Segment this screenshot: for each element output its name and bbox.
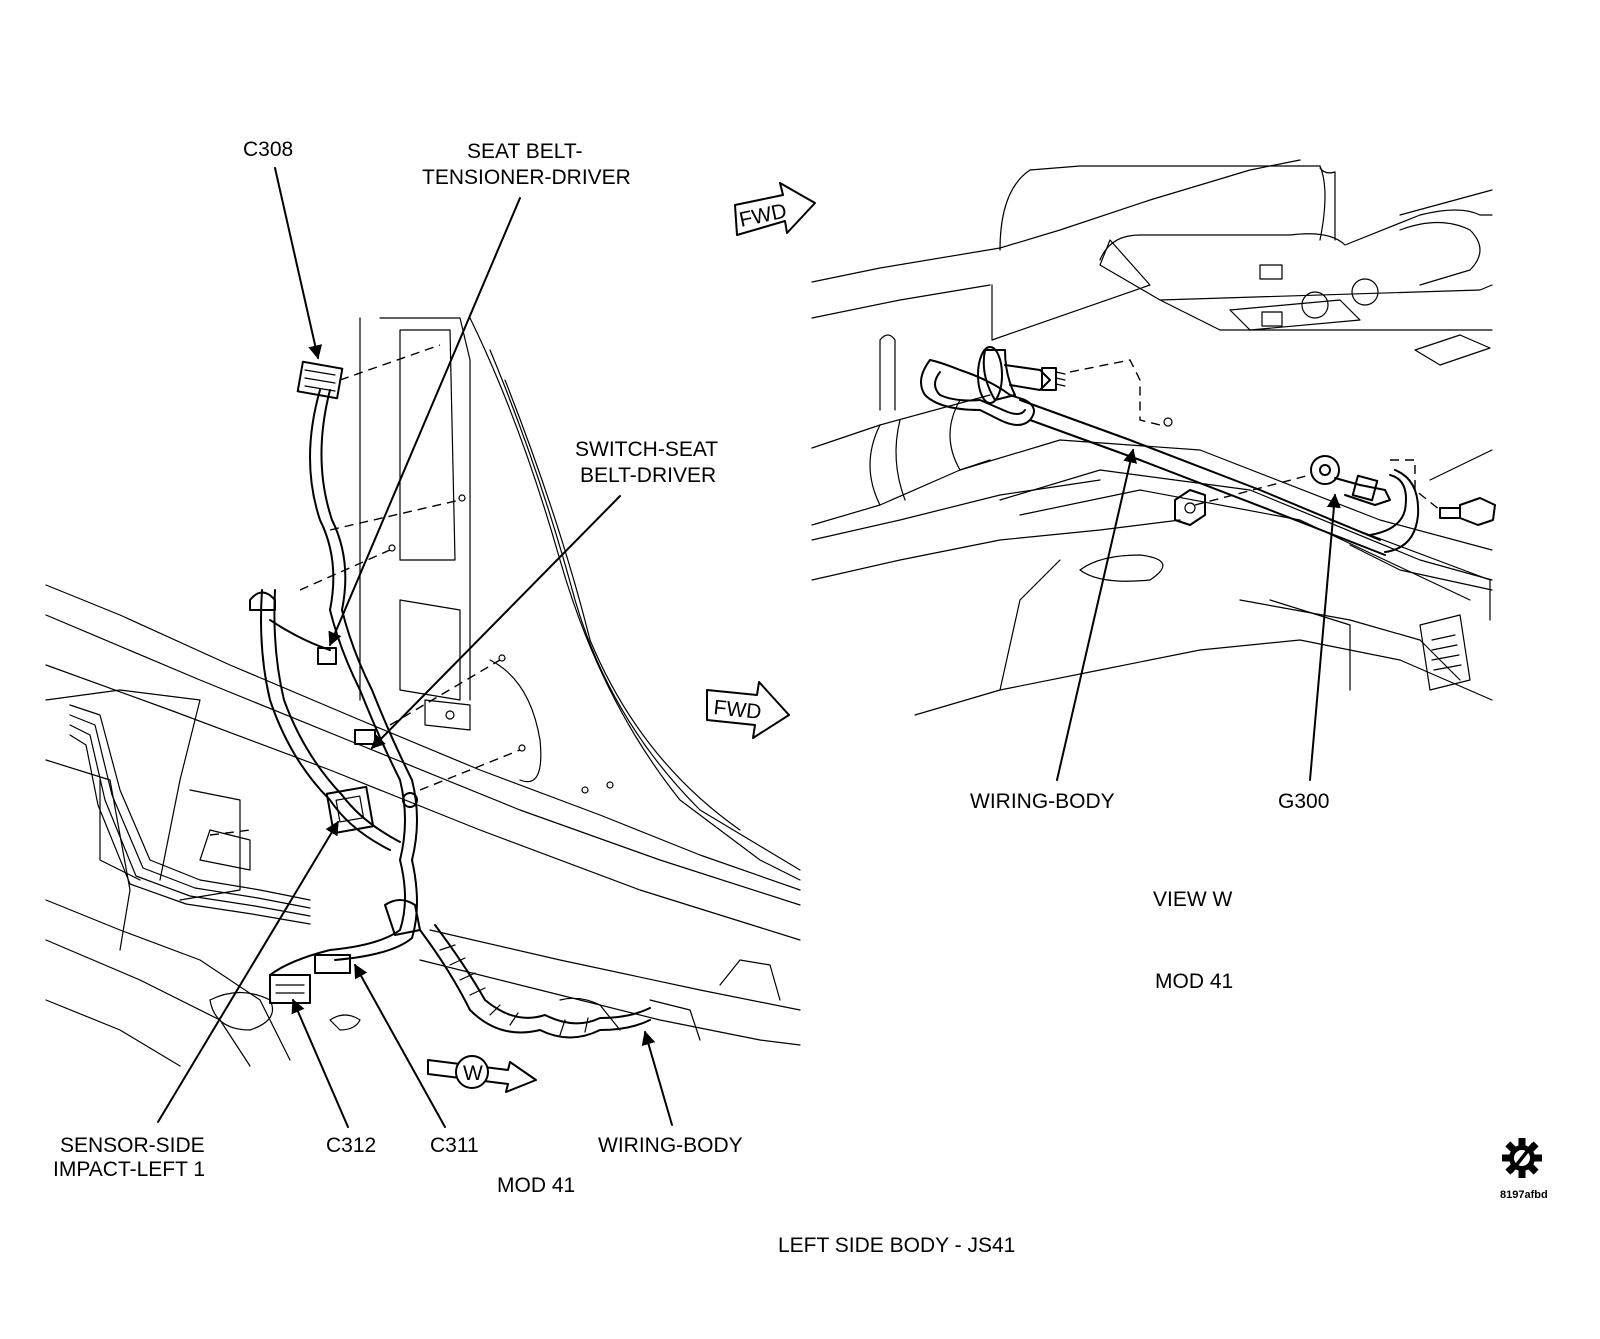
right-dash-lines <box>1069 359 1441 511</box>
view-arrow-icon: W <box>427 1055 537 1093</box>
leader-sensor-side-impact <box>157 820 339 1123</box>
label-mod-left: MOD 41 <box>497 1174 575 1197</box>
right-fasteners <box>977 346 1496 526</box>
fwd-arrow-icon: FWD <box>734 182 816 236</box>
left-body-outline <box>45 584 801 1067</box>
right-body-outline <box>811 159 1493 716</box>
leader-g300 <box>1309 493 1341 781</box>
label-switch-line2: BELT-DRIVER <box>580 464 716 487</box>
left-connectors <box>249 360 421 1004</box>
label-c311: C311 <box>430 1134 479 1157</box>
diagram-title: LEFT SIDE BODY - JS41 <box>778 1234 1015 1257</box>
leader-wiring-body-right <box>1056 448 1137 781</box>
label-seat-belt-line2: TENSIONER-DRIVER <box>422 166 631 189</box>
left-dash-lines <box>209 344 526 836</box>
label-c312: C312 <box>326 1134 376 1157</box>
fwd-label-right: FWD <box>737 199 789 231</box>
leader-seat-belt-tensioner <box>328 197 521 647</box>
b-pillar <box>359 317 801 881</box>
label-view-w: VIEW W <box>1153 888 1233 911</box>
right-leaders <box>1056 448 1341 781</box>
left-leaders <box>157 167 673 1128</box>
leader-switch-seat-belt <box>371 495 621 749</box>
label-wiring-body-right: WIRING-BODY <box>970 790 1115 813</box>
fwd-label-left: FWD <box>712 696 762 724</box>
leader-c311 <box>354 963 446 1128</box>
left-wiring-harness <box>69 389 651 1039</box>
fwd-arrow-icon: FWD <box>706 681 790 739</box>
right-view: FWD <box>734 159 1496 993</box>
label-sensor-line2: IMPACT-LEFT 1 <box>53 1158 205 1181</box>
label-c308: C308 <box>243 138 293 161</box>
leader-c308 <box>274 167 323 360</box>
label-g300: G300 <box>1278 790 1329 813</box>
leader-c312 <box>291 998 349 1128</box>
label-wiring-body-left: WIRING-BODY <box>598 1134 743 1157</box>
label-seat-belt-line1: SEAT BELT- <box>467 140 583 163</box>
diagram-code: 8197afbd <box>1500 1189 1548 1201</box>
right-wiring-harness <box>920 359 1420 556</box>
label-mod-right: MOD 41 <box>1155 970 1233 993</box>
label-switch-line1: SWITCH-SEAT <box>575 438 718 461</box>
label-sensor-line1: SENSOR-SIDE <box>60 1134 205 1157</box>
left-view: FWD W C308 SEAT BELT- TENSIONER-DRIVER S… <box>45 138 801 1197</box>
gear-logo-icon <box>1502 1138 1542 1178</box>
footer: LEFT SIDE BODY - JS41 8197afbd <box>778 1138 1548 1257</box>
leader-wiring-body-left <box>641 1030 673 1126</box>
view-marker: W <box>463 1062 483 1085</box>
